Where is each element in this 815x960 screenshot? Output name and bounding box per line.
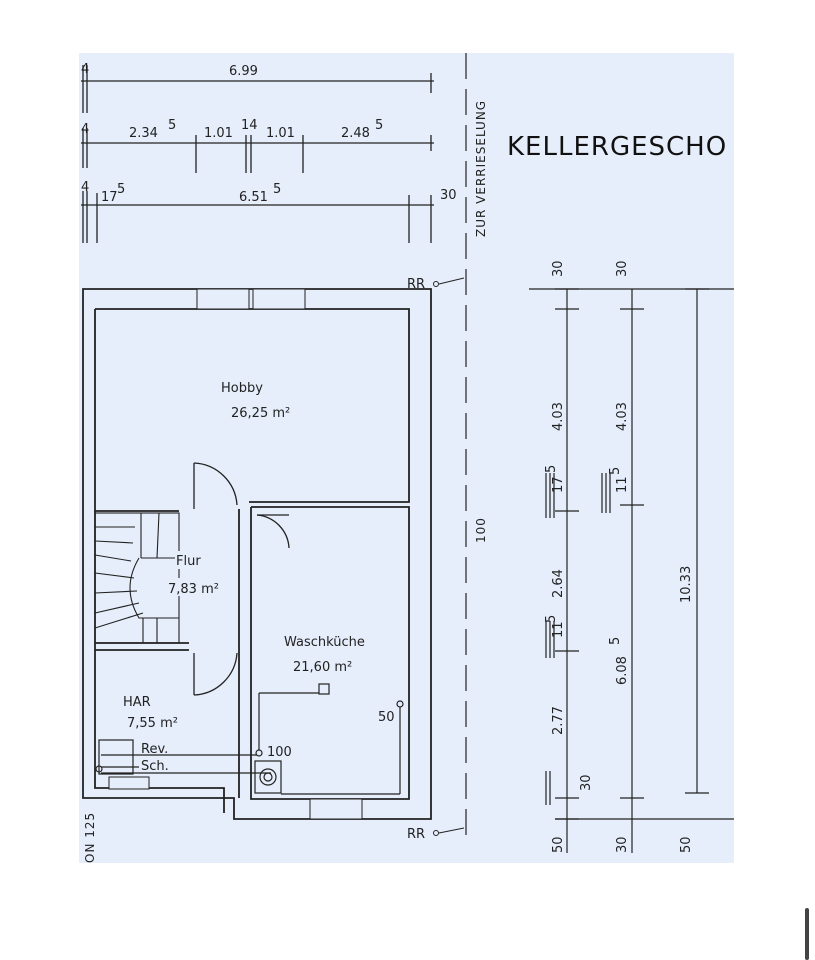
dim-total-width: 6.99: [229, 64, 258, 79]
rr-line-bottom: [438, 827, 465, 834]
flur-area-bg: [167, 578, 233, 596]
dim-row2-a-sup: 5: [168, 118, 176, 133]
dim-col1-d-sup: 5: [544, 615, 559, 623]
rr-symbol-top: [433, 281, 439, 287]
dim-col2-top: 30: [615, 260, 630, 277]
dim-col3-bottom: 50: [679, 836, 694, 853]
rr-symbol-bottom: [433, 830, 439, 836]
rr-line-top: [438, 277, 465, 285]
room-name-flur: Flur: [176, 554, 201, 569]
side-label-zur-verrieselung: ZUR VERRIESELUNG: [474, 100, 488, 237]
dim-col2-bottom: 30: [615, 836, 630, 853]
label-100-pipe: 100: [267, 745, 292, 760]
dim-col3-total: 10.33: [679, 566, 694, 603]
room-area-hobby: 26,25 m²: [231, 406, 290, 421]
flur-label-bg: [175, 551, 209, 569]
dim-row3-a-sup: 5: [117, 182, 125, 197]
room-area-flur: 7,83 m²: [168, 582, 219, 597]
room-name-waschkueche: Waschküche: [284, 635, 365, 650]
dim-row2-a: 2.34: [129, 126, 158, 141]
dimension-lines-right: [529, 288, 734, 853]
dim-col1-b: 17: [551, 476, 566, 493]
label-100-mid: 100: [474, 517, 488, 543]
plan-title: KELLERGESCHO: [507, 132, 727, 162]
dimension-lines-top: [81, 65, 434, 243]
dim-col2-c-sup: 5: [608, 637, 623, 645]
side-label-bg: [469, 53, 491, 241]
windows: [108, 288, 363, 820]
dim-row3-start: 4: [81, 180, 89, 195]
dim-col2-b-sup: 5: [608, 467, 623, 475]
dim-row2-e: 2.48: [341, 126, 370, 141]
dim-row2-d: 1.01: [266, 126, 295, 141]
dim-row3-b: 6.51: [239, 190, 268, 205]
room-area-waschkueche: 21,60 m²: [293, 660, 352, 675]
corner-label-on125: ON 125: [83, 812, 97, 863]
dim-row2-e-sup: 5: [375, 118, 383, 133]
dim-col1-a: 4.03: [551, 402, 566, 431]
dim-col1-e: 2.77: [551, 706, 566, 735]
staircase: [94, 512, 180, 644]
dim-col2-a: 4.03: [615, 402, 630, 431]
dim-col1-bottom: 50: [551, 836, 566, 853]
dim-row3-b-sup: 5: [273, 182, 281, 197]
rr-label-bottom: RR: [407, 827, 425, 842]
floor-plan-drawing: 6.99 4 4 2.34 5 1.01 14 1.01 2.48 5 4 17…: [81, 53, 734, 863]
dim-col1-b-sup: 5: [544, 465, 559, 473]
dim-col2-b: 11: [615, 476, 630, 493]
dim-col1-d: 11: [551, 621, 566, 638]
label-sch: Sch.: [141, 759, 169, 774]
dim-row2-c: 14: [241, 118, 258, 133]
room-area-har: 7,55 m²: [127, 716, 178, 731]
dim-col1-f: 30: [579, 774, 594, 791]
dim-col1-top: 30: [551, 260, 566, 277]
door-swings: [193, 462, 290, 696]
dim-row2-b: 1.01: [204, 126, 233, 141]
dim-row3-c: 30: [440, 188, 457, 203]
label-50-pipe: 50: [378, 710, 395, 725]
dim-row1-start: 4: [81, 62, 89, 77]
floor-plan-sheet: 6.99 4 4 2.34 5 1.01 14 1.01 2.48 5 4 17…: [79, 53, 734, 863]
dim-col1-c: 2.64: [551, 569, 566, 598]
label-rev: Rev.: [141, 742, 168, 757]
installations: [95, 683, 404, 795]
dim-row2-start: 4: [81, 122, 89, 137]
dim-row3-a: 17: [101, 190, 118, 205]
room-name-har: HAR: [123, 695, 151, 710]
room-name-hobby: Hobby: [221, 381, 263, 396]
dim-col2-c: 6.08: [615, 656, 630, 685]
vertical-scrollbar[interactable]: [805, 908, 809, 960]
building-walls: [82, 288, 432, 820]
